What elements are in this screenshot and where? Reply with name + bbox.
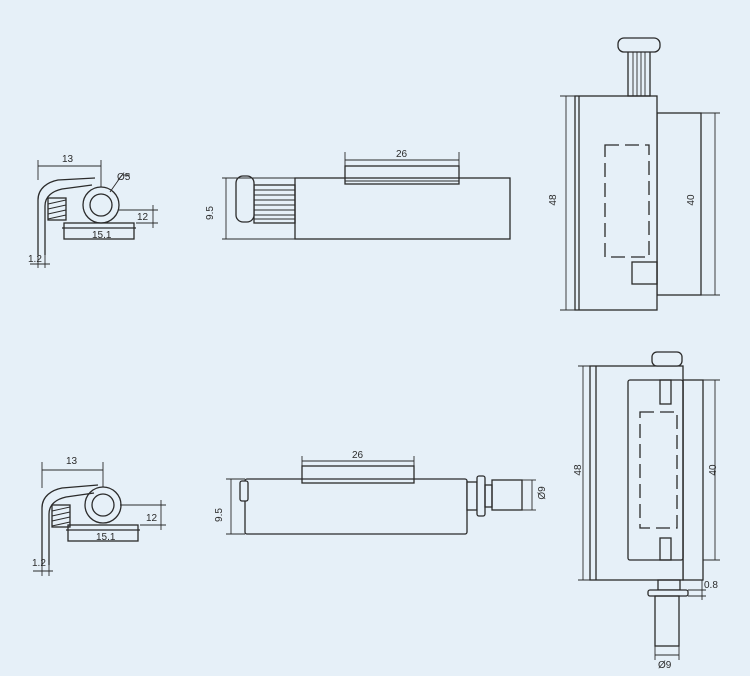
bottom-end-dimensions: 48 40 0.8 Ø9 <box>573 365 720 671</box>
bottom-end-inner-frame <box>627 379 684 561</box>
bottom-end-outer-label: 48 <box>573 464 584 476</box>
top-end-dimensions: 48 40 <box>548 95 720 311</box>
top-side-dimensions: 13 Ø5 12 15.1 1.2 <box>28 154 158 268</box>
top-side-width-label: 13 <box>62 154 74 165</box>
top-front-height-label: 9.5 <box>205 206 216 220</box>
bottom-front-body <box>244 478 468 535</box>
top-end-knob <box>617 37 661 53</box>
bottom-front-view <box>239 465 523 535</box>
bottom-front-slot <box>301 465 415 484</box>
bottom-end-pin-label: Ø9 <box>658 660 672 671</box>
bottom-end-rear-plate <box>682 379 704 581</box>
bottom-front-height-label: 9.5 <box>214 508 225 522</box>
bottom-side-hole <box>91 493 115 517</box>
bottom-side-leaf-inner <box>48 492 95 565</box>
top-side-leaf-inner <box>44 184 93 255</box>
bottom-end-outer-frame <box>589 365 684 581</box>
top-end-outer-label: 48 <box>548 194 559 206</box>
bottom-side-base-plate <box>67 524 139 542</box>
top-side-base-label: 15.1 <box>92 230 112 241</box>
bottom-end-gap-label: 0.8 <box>704 580 718 591</box>
bottom-end-inner-label: 40 <box>708 464 719 476</box>
bottom-front-collar <box>466 481 478 511</box>
top-side-thickness-label: 1.2 <box>28 254 42 265</box>
bottom-front-end-tab <box>239 480 249 502</box>
top-front-view <box>235 165 511 240</box>
top-front-dimensions: 26 9.5 <box>205 149 460 240</box>
bottom-side-height-label: 12 <box>146 513 158 524</box>
top-front-body <box>294 177 511 240</box>
bottom-end-top-notch <box>659 379 672 405</box>
top-front-slot <box>344 165 460 185</box>
bottom-end-pin <box>654 595 680 647</box>
top-end-hidden-channel <box>604 144 650 258</box>
top-side-leaf <box>37 177 96 255</box>
top-front-slot-label: 26 <box>396 149 408 160</box>
top-end-view <box>574 37 702 311</box>
top-side-view <box>37 177 136 255</box>
bottom-end-top-knob <box>651 351 683 367</box>
top-side-height-label: 12 <box>137 212 149 223</box>
bottom-front-pin-label: Ø9 <box>537 486 548 500</box>
top-side-hole-label: Ø5 <box>117 172 131 183</box>
top-end-rear-plate <box>656 112 702 296</box>
top-end-inner-label: 40 <box>686 194 697 206</box>
bottom-front-slot-label: 26 <box>352 450 364 461</box>
bottom-side-width-label: 13 <box>66 456 78 467</box>
top-end-notch <box>631 261 658 285</box>
top-end-outer-frame <box>574 95 658 311</box>
bottom-end-bottom-notch <box>659 537 672 561</box>
bottom-side-thickness-label: 1.2 <box>32 558 46 569</box>
bottom-side-leaf <box>41 484 99 565</box>
bottom-side-base-label: 15.1 <box>96 532 116 543</box>
bottom-front-washer <box>476 475 486 517</box>
bottom-side-dimensions: 13 12 15.1 1.2 <box>32 456 166 576</box>
bottom-end-view <box>589 351 704 647</box>
top-side-base-plate <box>63 222 135 240</box>
bottom-side-view <box>41 484 140 565</box>
bottom-front-dimensions: 26 9.5 Ø9 <box>214 450 548 535</box>
top-side-hole <box>89 193 113 217</box>
bottom-end-hidden-channel <box>639 411 678 529</box>
top-front-knob <box>235 175 255 223</box>
bottom-end-pin-washer <box>647 589 689 597</box>
bottom-front-pin <box>491 479 523 511</box>
